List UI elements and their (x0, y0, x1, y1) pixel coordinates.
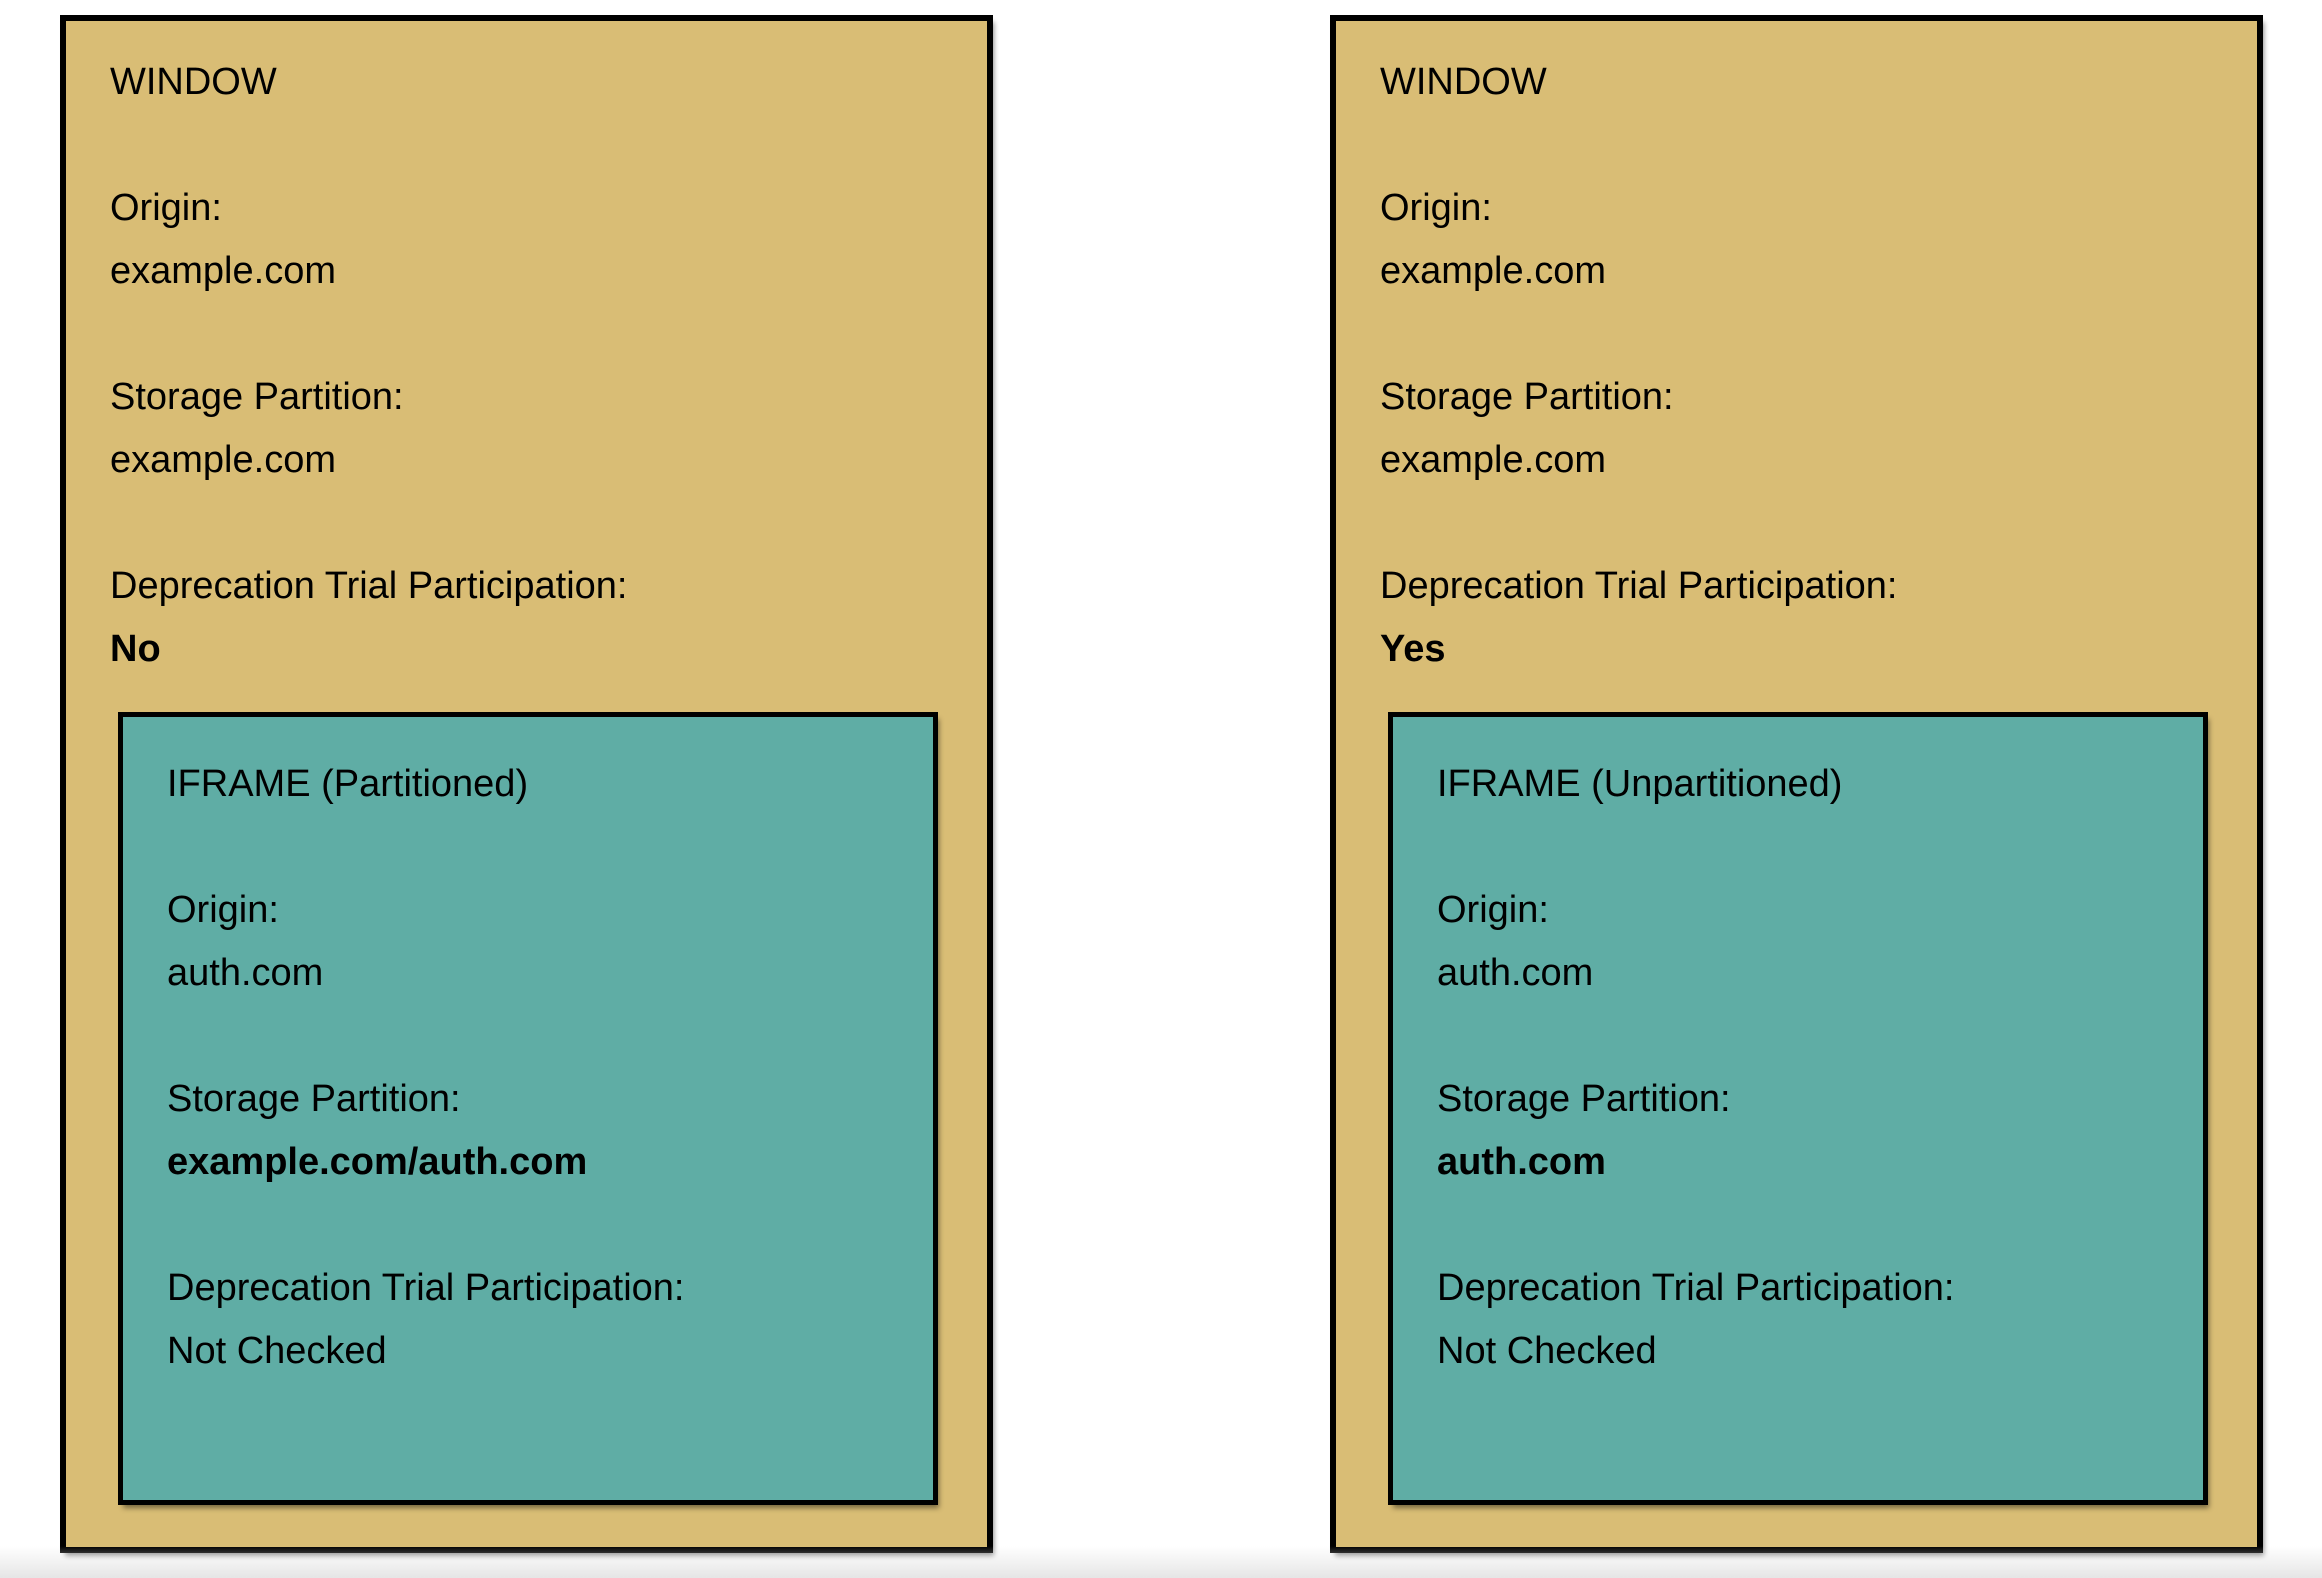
field-deprecation-trial: Deprecation Trial Participation: Not Che… (1437, 1257, 2163, 1383)
field-value: Not Checked (1437, 1330, 1657, 1372)
field-value: auth.com (167, 952, 324, 994)
field-label: Storage Partition: (1437, 1078, 1731, 1120)
field-label: Storage Partition: (110, 376, 404, 418)
field-value: example.com (110, 250, 336, 292)
field-label: Deprecation Trial Participation: (110, 565, 628, 607)
field-origin: Origin: auth.com (167, 879, 893, 1005)
field-value: Not Checked (167, 1330, 387, 1372)
field-storage-partition: Storage Partition: example.com (1380, 366, 2217, 492)
window-title: WINDOW (110, 61, 277, 103)
field-label: Deprecation Trial Participation: (1380, 565, 1898, 607)
window-box-right: WINDOW Origin: example.com Storage Parti… (1330, 15, 2263, 1553)
field-storage-partition: Storage Partition: auth.com (1437, 1068, 2163, 1194)
iframe-title: IFRAME (Unpartitioned) (1437, 763, 1843, 805)
field-origin: Origin: example.com (110, 177, 947, 303)
field-origin: Origin: auth.com (1437, 879, 2163, 1005)
field-deprecation-trial: Deprecation Trial Participation: No (110, 555, 947, 681)
field-label: Storage Partition: (167, 1078, 461, 1120)
field-label: Origin: (1437, 889, 1549, 931)
iframe-box-partitioned: IFRAME (Partitioned) Origin: auth.com St… (118, 712, 938, 1505)
field-value: example.com (1380, 439, 1606, 481)
field-label: Origin: (1380, 187, 1492, 229)
field-label: Deprecation Trial Participation: (1437, 1267, 1955, 1309)
window-title: WINDOW (1380, 61, 1547, 103)
field-deprecation-trial: Deprecation Trial Participation: Not Che… (167, 1257, 893, 1383)
field-label: Deprecation Trial Participation: (167, 1267, 685, 1309)
field-label: Origin: (110, 187, 222, 229)
field-value: example.com (1380, 250, 1606, 292)
field-label: Origin: (167, 889, 279, 931)
field-value: Yes (1380, 628, 1446, 670)
field-value: example.com/auth.com (167, 1141, 588, 1183)
field-value: example.com (110, 439, 336, 481)
field-value: auth.com (1437, 952, 1594, 994)
field-origin: Origin: example.com (1380, 177, 2217, 303)
field-deprecation-trial: Deprecation Trial Participation: Yes (1380, 555, 2217, 681)
field-value: auth.com (1437, 1141, 1606, 1183)
iframe-title: IFRAME (Partitioned) (167, 763, 529, 805)
iframe-box-unpartitioned: IFRAME (Unpartitioned) Origin: auth.com … (1388, 712, 2208, 1505)
field-label: Storage Partition: (1380, 376, 1674, 418)
field-value: No (110, 628, 161, 670)
window-box-left: WINDOW Origin: example.com Storage Parti… (60, 15, 993, 1553)
field-storage-partition: Storage Partition: example.com/auth.com (167, 1068, 893, 1194)
field-storage-partition: Storage Partition: example.com (110, 366, 947, 492)
